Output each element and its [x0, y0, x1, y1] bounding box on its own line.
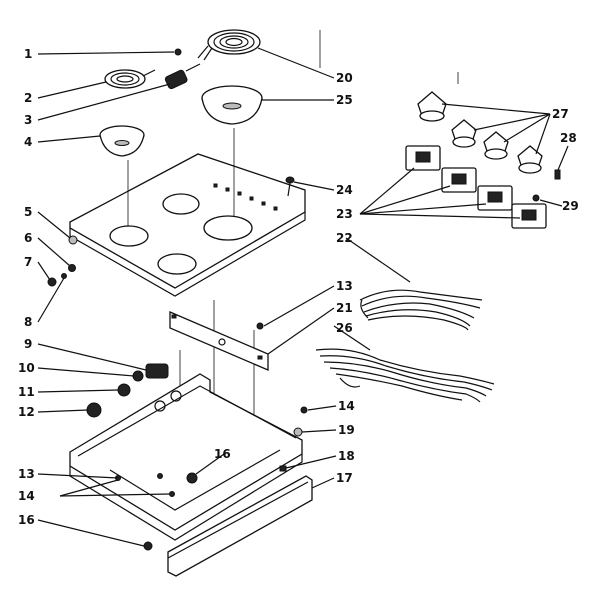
cooktop-indicator-marks — [213, 183, 278, 211]
callout-4: 4 — [24, 135, 32, 149]
control-knob — [451, 119, 477, 148]
callout-28: 28 — [560, 131, 577, 145]
callout-25: 25 — [336, 93, 353, 107]
callout-18: 18 — [338, 449, 355, 463]
callout-19: 19 — [338, 423, 355, 437]
callout-12: 12 — [18, 405, 35, 419]
drip-pan-small — [99, 125, 145, 157]
callout-7: 7 — [24, 255, 32, 269]
callout-22: 22 — [336, 231, 353, 245]
callout-14-right: 14 — [338, 399, 355, 413]
control-panel-bracket — [169, 311, 269, 371]
callout-6: 6 — [24, 231, 32, 245]
washer-8 — [61, 273, 67, 279]
control-knob — [483, 131, 509, 160]
callout-1: 1 — [24, 47, 32, 61]
callout-13-right: 13 — [336, 279, 353, 293]
callout-8: 8 — [24, 315, 32, 329]
surface-element-small — [104, 69, 156, 89]
screw-14-right — [300, 406, 308, 414]
bezel-11 — [117, 383, 131, 397]
callout-5: 5 — [24, 205, 32, 219]
callout-11: 11 — [18, 385, 35, 399]
element-receptacle — [164, 63, 201, 90]
callout-26: 26 — [336, 321, 353, 335]
wire-harness-26 — [315, 348, 495, 403]
knob-12 — [86, 402, 102, 418]
screw-16-bottom — [143, 541, 153, 551]
front-trim-panel — [167, 475, 313, 577]
callout-9: 9 — [24, 337, 32, 351]
callout-16-left: 16 — [18, 513, 35, 527]
bracket-18 — [279, 465, 287, 472]
screw-28 — [554, 169, 561, 180]
leader-lines — [37, 47, 569, 547]
callout-21: 21 — [336, 301, 353, 315]
cooktop-panel — [69, 153, 306, 297]
callout-2: 2 — [24, 91, 32, 105]
burner-box — [69, 373, 303, 541]
screw-13-top — [256, 322, 264, 330]
infinite-switch — [441, 167, 477, 193]
clip-29 — [532, 194, 540, 202]
surface-element-large — [197, 29, 261, 61]
callout-16-center: 16 — [214, 447, 231, 461]
spacer-10 — [132, 370, 144, 382]
screw-1 — [174, 48, 182, 56]
nut-6 — [68, 264, 76, 272]
callout-13-left: 13 — [18, 467, 35, 481]
wire-harness-22 — [359, 289, 483, 331]
callout-20-top: 20 — [336, 71, 353, 85]
control-knob — [517, 145, 543, 174]
callout-23: 23 — [336, 207, 353, 221]
callout-10: 10 — [18, 361, 35, 375]
callout-29: 29 — [562, 199, 579, 213]
callout-17: 17 — [336, 471, 353, 485]
callout-14-left: 14 — [18, 489, 35, 503]
infinite-switch — [405, 145, 441, 171]
clip-5 — [68, 235, 78, 245]
control-knob — [417, 91, 447, 122]
infinite-switch — [511, 203, 547, 229]
clip-19 — [293, 427, 303, 437]
callout-3: 3 — [24, 113, 32, 127]
callout-27: 27 — [552, 107, 569, 121]
screw-24 — [285, 176, 295, 197]
callout-24: 24 — [336, 183, 353, 197]
infinite-switch-9 — [145, 363, 169, 379]
infinite-switch — [477, 185, 513, 211]
drip-pan-large — [201, 85, 263, 125]
